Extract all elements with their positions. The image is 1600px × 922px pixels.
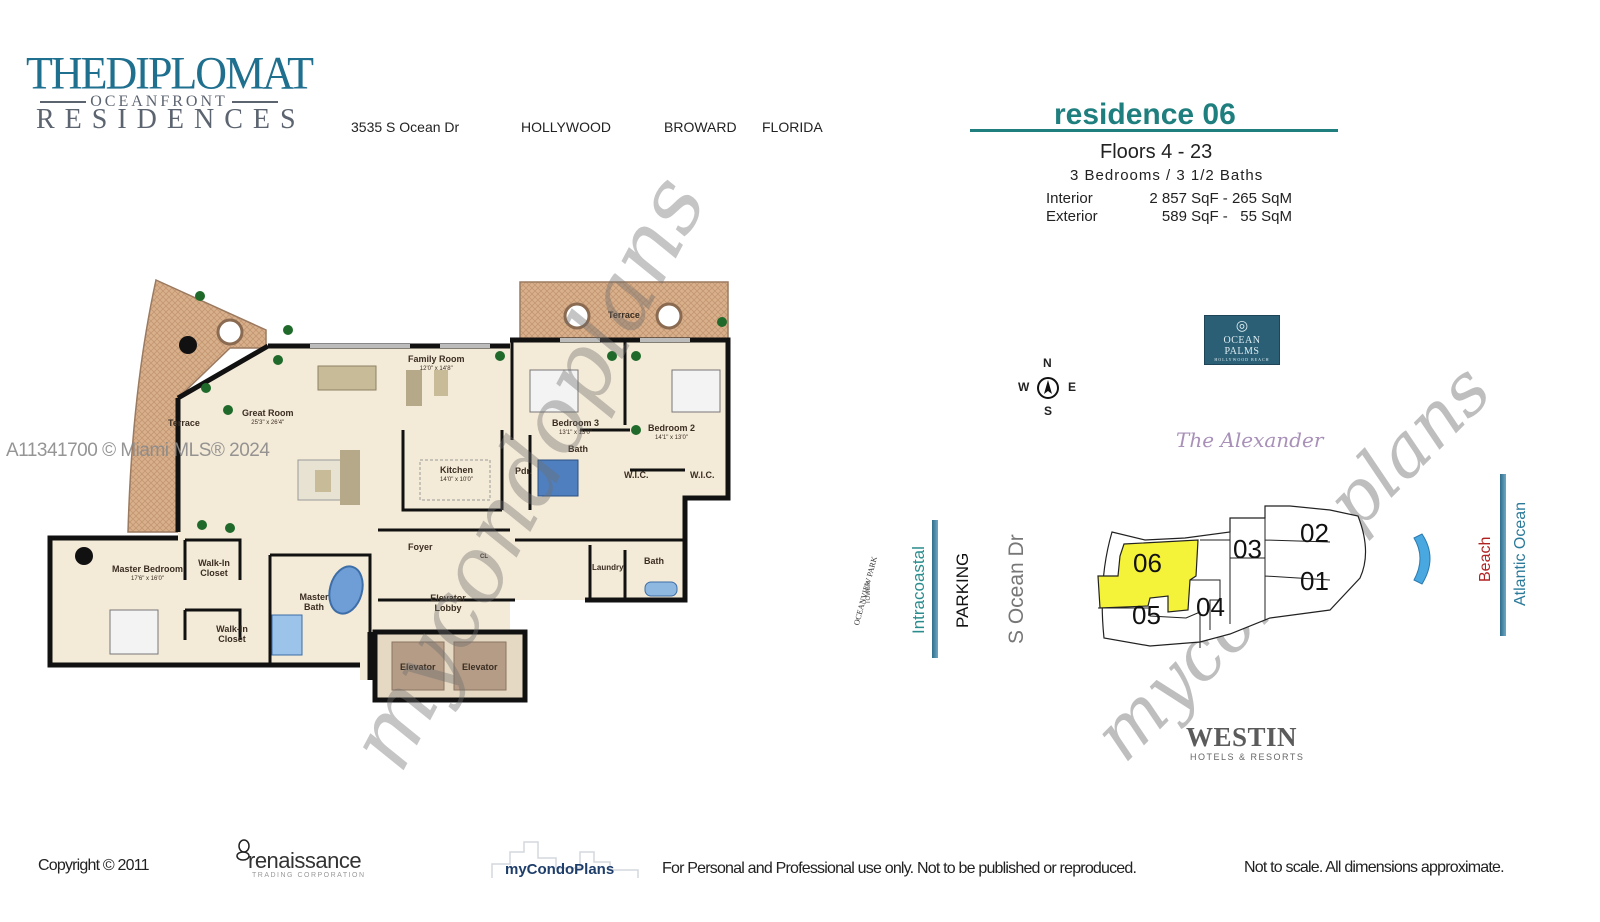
address: 3535 S Ocean Dr bbox=[351, 119, 460, 135]
room-wic-bed2: W.I.C. bbox=[690, 470, 715, 480]
county: BROWARD bbox=[664, 119, 737, 135]
building-site-plan bbox=[1097, 505, 1367, 648]
residence-title-rule bbox=[970, 129, 1338, 132]
compass-e: E bbox=[1068, 380, 1077, 394]
unit-05: 05 bbox=[1132, 600, 1161, 630]
room-foyer: Foyer bbox=[408, 542, 433, 552]
street-label: S Ocean Dr bbox=[1005, 534, 1028, 644]
logo-rule-left bbox=[40, 101, 87, 103]
interior-label: Interior bbox=[1046, 190, 1093, 207]
exterior-value: 589 SqF - 55 SqM bbox=[1161, 208, 1292, 225]
unit-06: 06 bbox=[1133, 548, 1162, 578]
state: FLORIDA bbox=[762, 119, 823, 135]
floor-plan-drawing bbox=[47, 278, 731, 703]
copyright: Copyright © 2011 bbox=[38, 857, 150, 874]
bedrooms-baths: 3 Bedrooms / 3 1/2 Baths bbox=[1070, 167, 1264, 184]
diplomat-logo-subtitle: OCEANFRONT bbox=[40, 93, 278, 111]
logo-oceanfront: OCEANFRONT bbox=[90, 93, 228, 110]
room-wic-bed3: W.I.C. bbox=[624, 470, 649, 480]
unit-04: 04 bbox=[1196, 592, 1225, 622]
room-laundry: Laundry bbox=[592, 563, 624, 572]
unit-01: 01 bbox=[1300, 566, 1329, 596]
oceanview-tower-label: TOWER bbox=[866, 581, 872, 604]
the-alexander-label: The Alexander bbox=[1176, 428, 1324, 452]
pool-shape bbox=[1413, 533, 1431, 585]
room-bath-3: Bath bbox=[568, 444, 588, 454]
room-elevator-lobby: Elevator Lobby bbox=[430, 593, 466, 613]
ocean-palms-swirl-icon: ◎ bbox=[1235, 319, 1249, 334]
room-powder: Pdr. bbox=[515, 466, 533, 476]
room-terrace-left: Terrace bbox=[168, 418, 200, 428]
atlantic-ocean-label: Atlantic Ocean bbox=[1512, 501, 1529, 606]
residence-title: residence 06 bbox=[1054, 98, 1236, 131]
mycondoplans-logo: myCondoPlans bbox=[505, 861, 615, 878]
ocean-palms-logo: ◎ OCEAN PALMS HOLLYWOOD BEACH bbox=[1204, 315, 1280, 365]
westin-sub: HOTELS & RESORTS bbox=[1190, 752, 1305, 762]
interior-value: 2 857 SqF - 265 SqM bbox=[1149, 190, 1292, 207]
compass-rose: N W E S bbox=[1018, 356, 1078, 420]
diplomat-logo-residences: RESIDENCES bbox=[36, 104, 306, 135]
ocean-bar bbox=[1500, 474, 1506, 636]
ocean-palms-name: OCEAN PALMS bbox=[1223, 335, 1261, 357]
compass-n: N bbox=[1043, 356, 1052, 370]
intracoastal-bar bbox=[932, 520, 938, 658]
room-elevator-2: Elevator bbox=[462, 662, 498, 672]
compass-s: S bbox=[1044, 404, 1053, 418]
renaissance-logo-icon bbox=[236, 839, 250, 861]
renaissance-logo: renaissance bbox=[248, 848, 362, 873]
room-closet: CL bbox=[480, 554, 488, 560]
floors-range: Floors 4 - 23 bbox=[1100, 141, 1213, 163]
room-terrace-top: Terrace bbox=[608, 310, 640, 320]
beach-label: Beach bbox=[1477, 536, 1494, 582]
ocean-palms-sub: HOLLYWOOD BEACH bbox=[1214, 357, 1270, 362]
city: HOLLYWOOD bbox=[521, 119, 611, 135]
mls-watermark: A11341700 © Miami MLS® 2024 bbox=[6, 440, 270, 461]
diplomat-logo-title: THEDIPLOMAT bbox=[26, 47, 314, 100]
mycondoplans-skyline-icon bbox=[491, 841, 639, 878]
unit-02: 02 bbox=[1300, 518, 1329, 548]
compass-w: W bbox=[1018, 380, 1030, 394]
usage-disclaimer: For Personal and Professional use only. … bbox=[662, 860, 1137, 877]
room-walk-in-closet-1: Walk-In Closet bbox=[198, 558, 230, 578]
logo-rule-right bbox=[231, 101, 278, 103]
intracoastal-label: Intracoastal bbox=[909, 546, 928, 634]
room-master-bath: Master Bath bbox=[299, 592, 329, 612]
compass-arrow-icon bbox=[1037, 377, 1059, 399]
exterior-label: Exterior bbox=[1046, 208, 1098, 225]
room-bath-2: Bath bbox=[644, 556, 664, 566]
unit-03: 03 bbox=[1233, 534, 1262, 564]
westin-logo: WESTIN bbox=[1186, 722, 1298, 752]
renaissance-sub: TRADING CORPORATION bbox=[252, 872, 366, 879]
scale-note: Not to scale. All dimensions approximate… bbox=[1244, 859, 1505, 876]
room-walk-in-closet-2: Walk-In Closet bbox=[216, 624, 248, 644]
room-elevator-1: Elevator bbox=[400, 662, 436, 672]
parking-label: PARKING bbox=[953, 552, 972, 628]
